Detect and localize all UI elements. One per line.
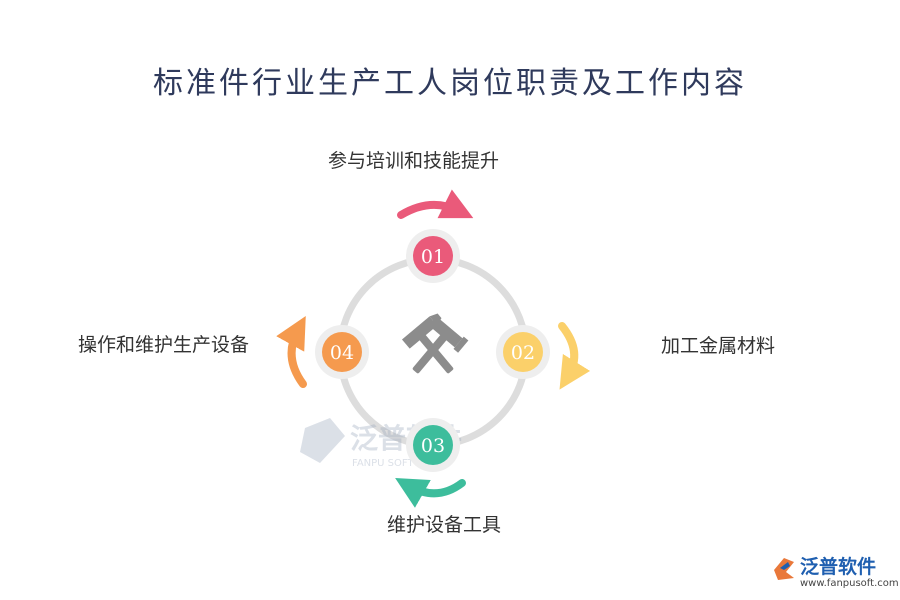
- node-02-label: 加工金属材料: [661, 335, 776, 357]
- node-02-number: 02: [511, 342, 535, 364]
- watermark-logo-icon: [300, 418, 345, 463]
- node-02: 02: [496, 325, 550, 379]
- node-01-label: 参与培训和技能提升: [328, 150, 500, 172]
- node-01-number: 01: [421, 246, 445, 268]
- node-04-label: 操作和维护生产设备: [78, 334, 250, 356]
- arrow-top: [397, 189, 474, 219]
- page-title: 标准件行业生产工人岗位职责及工作内容: [153, 66, 747, 101]
- brand-url: www.fanpusoft.com: [800, 578, 899, 589]
- node-03-label: 维护设备工具: [387, 514, 502, 536]
- node-04-circle: [322, 332, 362, 372]
- arrow-right: [558, 322, 591, 390]
- node-03-number: 03: [421, 435, 445, 457]
- brand-logo-icon: [774, 558, 794, 580]
- arrow-left: [276, 316, 307, 388]
- node-03-circle: [413, 425, 453, 465]
- brand-logo: 泛普软件 www.fanpusoft.com: [770, 552, 899, 594]
- node-04-number: 04: [330, 342, 354, 364]
- node-04: 04: [315, 325, 369, 379]
- node-01: 01: [406, 229, 460, 283]
- node-02-circle: [503, 332, 543, 372]
- brand-name: 泛普软件: [800, 556, 877, 578]
- node-03: 03: [406, 418, 460, 472]
- node-01-circle: [413, 236, 453, 276]
- watermark-sub: FANPU SOFTWARE: [352, 458, 443, 469]
- arrow-bottom: [395, 478, 466, 508]
- crossed-hammers-icon: [401, 313, 469, 374]
